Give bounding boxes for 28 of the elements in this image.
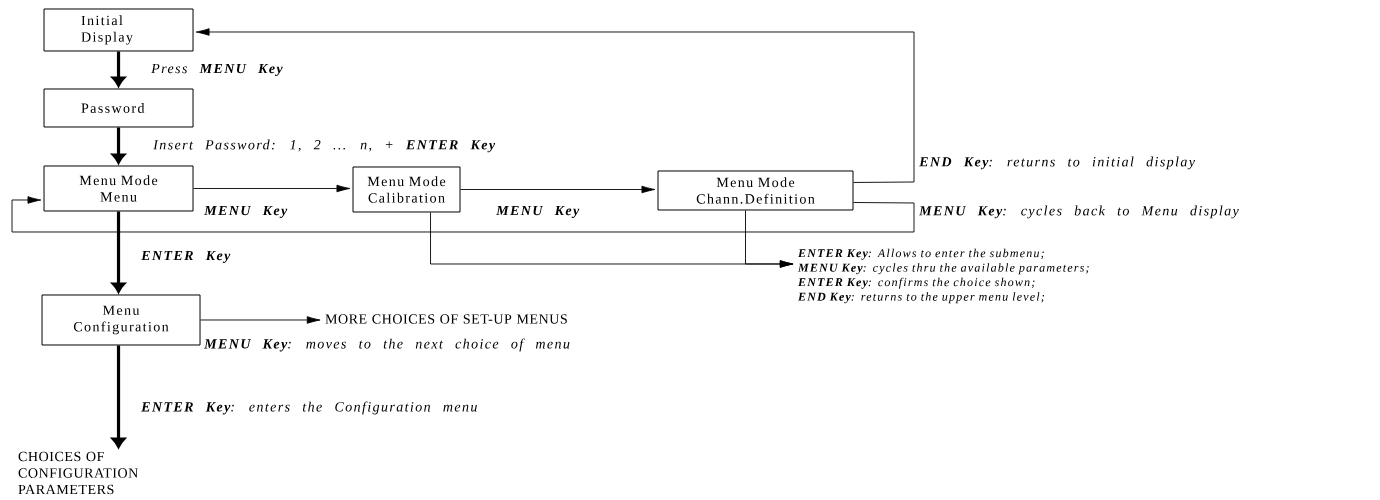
- arrow: [745, 210, 794, 268]
- edge-label: ENTER Key: [140, 249, 232, 265]
- arrow: [111, 211, 126, 293]
- arrow: [11, 196, 915, 233]
- arrow: [111, 51, 126, 87]
- choice-text: CHOICES OF CONFIGURATION PARAMETERS: [18, 451, 138, 495]
- edge-label: Press MENU Key: [150, 62, 284, 78]
- key-help-text: ENTER Key: Allows to enter the submenu; MENU Key: cycles thru the available parameters; ENTER Key: confirms the choice shown; END Key: returns to the upper menu level;: [797, 248, 1089, 304]
- display-box: Initial Display: [43, 8, 194, 52]
- edge-label: ENTER Key: enters the Configuration menu: [140, 400, 479, 416]
- edge-label: MENU Key: moves to the next choice of menu: [203, 337, 571, 353]
- menu-box: Menu Mode Menu: [43, 165, 194, 212]
- menu-box: Menu Configuration: [41, 294, 201, 346]
- arrow: [111, 345, 126, 449]
- password-box: Password: [43, 88, 194, 128]
- edge-label: Insert Password: 1, 2 ... n, + ENTER Key: [152, 138, 497, 154]
- edge-label: MENU Key: cycles back to Menu display: [918, 204, 1240, 220]
- edge-label: MENU Key: [495, 204, 581, 220]
- menu-box: Menu Mode Chann.Definition: [657, 170, 854, 211]
- edge-label: END Key: returns to initial display: [918, 155, 1196, 171]
- edge-label: MENU Key: [203, 204, 289, 220]
- arrow: [111, 127, 126, 164]
- arrow: [193, 184, 351, 193]
- arrow: [200, 316, 321, 324]
- arrow: [195, 28, 915, 183]
- arrow: [460, 185, 656, 194]
- menu-box: Menu Mode Calibration: [352, 166, 461, 213]
- choice-text: MORE CHOICES OF SET-UP MENUS: [325, 314, 567, 324]
